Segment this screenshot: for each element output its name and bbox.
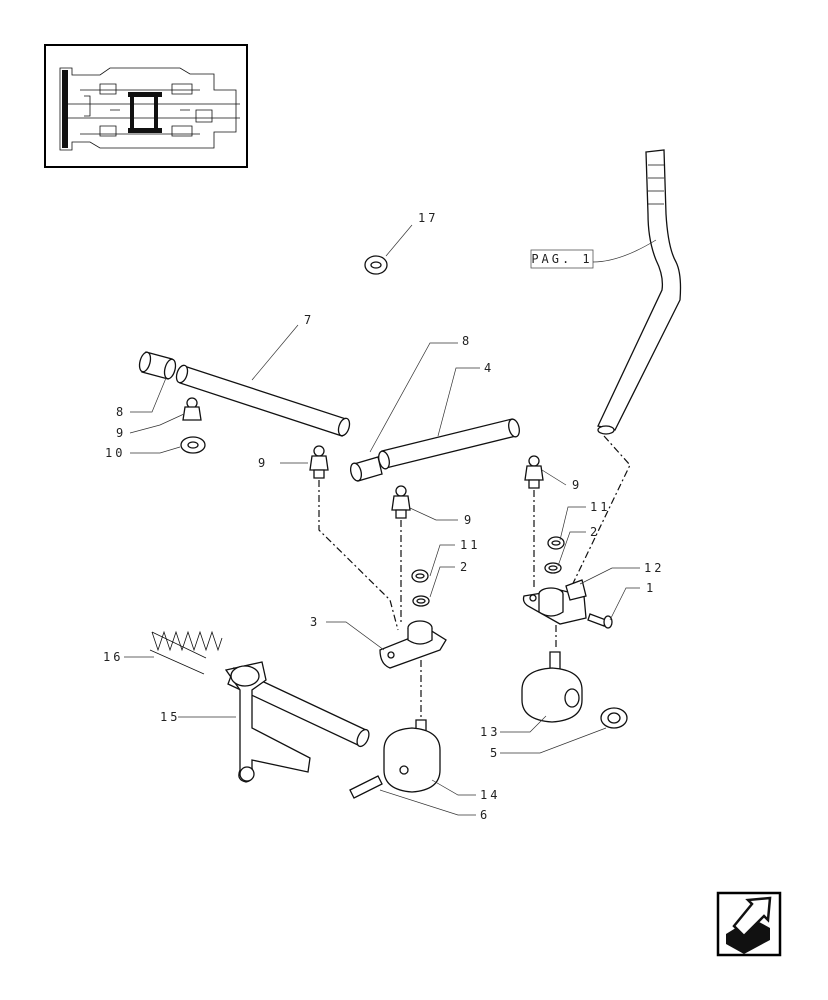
selector-lever-3: [379, 620, 447, 669]
callout-2-right: 2: [590, 525, 600, 539]
snap-ring-11-right: [547, 536, 565, 550]
transmission-section-icon: [59, 67, 240, 151]
shift-block-13: [521, 651, 583, 723]
detent-ball-9-mid: [391, 485, 411, 519]
callout-8-right: 8: [462, 334, 472, 348]
callout-15: 15: [160, 710, 180, 724]
callout-13: 13: [480, 725, 500, 739]
callout-12: 12: [644, 561, 664, 575]
callout-2-center: 2: [460, 560, 470, 574]
circlip-5: [600, 707, 628, 729]
next-page-arrow-icon[interactable]: [716, 891, 782, 957]
shift-lever: [597, 149, 682, 435]
callout-7: 7: [304, 313, 314, 327]
callout-16: 16: [103, 650, 123, 664]
reference-box-pag1[interactable]: PAG. 1: [530, 239, 657, 269]
detent-ball-9-center: [309, 445, 329, 479]
callout-8-left: 8: [116, 405, 126, 419]
shift-rod-4: [378, 418, 520, 470]
sleeve-8-left: [138, 351, 177, 380]
bolt-1: [587, 613, 613, 629]
callout-9-mid: 9: [464, 513, 474, 527]
callout-9-center: 9: [258, 456, 268, 470]
callout-labels: 17 7 8 8 4 9 9 9 9 10 11 11 2 2 12 1 3 1…: [103, 211, 664, 822]
shift-rod-7: [175, 364, 351, 437]
callout-5: 5: [490, 746, 500, 760]
spring-16: [149, 630, 223, 675]
leader-lines: [124, 224, 640, 816]
washer-17: [364, 255, 388, 275]
callout-9-left: 9: [116, 426, 126, 440]
washer-10: [180, 436, 206, 454]
callout-11-center: 11: [460, 538, 480, 552]
locator-thumbnail[interactable]: [44, 44, 248, 168]
detent-ball-9-right: [524, 455, 544, 489]
detent-ball-9-left: [182, 397, 202, 421]
pin-6: [349, 775, 383, 799]
selector-lever-12: [522, 579, 587, 625]
callout-11-right: 11: [590, 500, 610, 514]
callout-1: 1: [646, 581, 656, 595]
callout-3: 3: [310, 615, 320, 629]
washer-2-center: [412, 595, 430, 607]
callout-17: 17: [418, 211, 438, 225]
sleeve-8-right: [349, 456, 383, 482]
callout-4: 4: [484, 361, 494, 375]
snap-ring-11-center: [411, 569, 429, 583]
washer-2-right: [544, 562, 562, 574]
callout-6: 6: [480, 808, 490, 822]
reference-box-text: PAG. 1: [531, 252, 592, 266]
callout-9-right: 9: [572, 478, 582, 492]
shift-block-14: [383, 719, 441, 793]
shift-shaft-15: [224, 661, 370, 783]
callout-10: 10: [105, 446, 125, 460]
callout-14: 14: [480, 788, 500, 802]
